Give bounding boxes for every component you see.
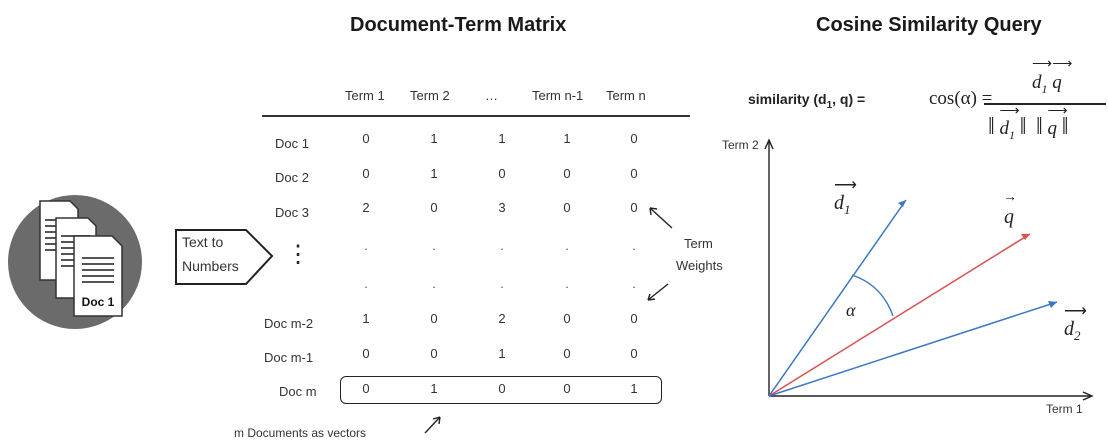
callout-line2: Numbers xyxy=(182,258,239,274)
callout-ellipsis: ⋮ xyxy=(286,241,310,268)
matrix-dot: . xyxy=(632,238,636,253)
formula-lhs: similarity (d1, q) = xyxy=(748,91,866,111)
header-term-n-1: Term n-1 xyxy=(532,88,584,103)
matrix-dot: . xyxy=(432,276,436,291)
matrix-cell: 0 xyxy=(498,381,506,396)
term-weight-arrows xyxy=(424,207,673,434)
row-label: Doc m-2 xyxy=(264,316,314,331)
documents-icon: Doc 1 xyxy=(8,195,142,329)
header-ellipsis: … xyxy=(485,88,498,103)
vector-plot xyxy=(764,138,1094,401)
doc-icon-label: Doc 1 xyxy=(82,295,115,309)
matrix-cell: 0 xyxy=(563,311,571,326)
matrix-cell: 0 xyxy=(362,346,370,361)
matrix-cell: 0 xyxy=(430,311,438,326)
matrix-cell: 0 xyxy=(430,200,438,215)
matrix-cell: 0 xyxy=(630,346,638,361)
formula-denominator: ‖ ⟶d1 ‖ ‖ ⟶q ‖ xyxy=(988,104,1069,142)
matrix-cell: 0 xyxy=(630,200,638,215)
matrix-cell: 1 xyxy=(563,131,571,146)
matrix-cell: 2 xyxy=(498,311,506,326)
matrix-dot: . xyxy=(364,276,368,291)
matrix-dot: . xyxy=(565,276,569,291)
matrix-cell: 1 xyxy=(630,381,638,396)
matrix-cell: 0 xyxy=(362,131,370,146)
doc-m-vector-box xyxy=(340,376,662,404)
matrix-dot: . xyxy=(500,238,504,253)
y-axis-label: Term 2 xyxy=(722,138,759,152)
header-term-1: Term 1 xyxy=(345,88,385,103)
vector-d2 xyxy=(768,301,1058,397)
label-d2: ⟶d2 xyxy=(1064,303,1087,343)
angle-arc xyxy=(851,274,894,317)
callout-line1: Text to xyxy=(182,234,224,250)
matrix-cell: 0 xyxy=(563,166,571,181)
matrix-cell: 0 xyxy=(563,200,571,215)
matrix-cell: 1 xyxy=(498,346,506,361)
matrix-cell: 0 xyxy=(362,166,370,181)
matrix-cell: 3 xyxy=(498,200,506,215)
term-weights-line2: Weights xyxy=(676,258,723,273)
matrix-dot: . xyxy=(364,238,368,253)
text-to-numbers-callout xyxy=(175,229,274,285)
row-label: Doc m-1 xyxy=(264,350,314,365)
matrix-dot: . xyxy=(432,238,436,253)
vector-q xyxy=(768,233,1031,397)
matrix-dot: . xyxy=(565,238,569,253)
angle-alpha-label: α xyxy=(846,300,856,320)
row-label: Doc 3 xyxy=(275,205,309,220)
matrix-cell: 1 xyxy=(430,131,438,146)
matrix-cell: 2 xyxy=(362,200,370,215)
vector-d1 xyxy=(768,199,907,397)
label-q: →q xyxy=(1003,190,1017,228)
x-axis-label: Term 1 xyxy=(1046,402,1083,416)
formula-fraction-bar xyxy=(984,103,1106,105)
matrix-cell: 0 xyxy=(630,166,638,181)
matrix-cell: 0 xyxy=(430,346,438,361)
formula-numerator: ⟶d1 ⟶q xyxy=(1032,57,1073,96)
matrix-cell: 1 xyxy=(362,311,370,326)
matrix-cell: 1 xyxy=(498,131,506,146)
formula-cos: cos(α) = xyxy=(929,88,993,109)
term-weights-line1: Term xyxy=(684,236,713,251)
matrix-cell: 0 xyxy=(563,346,571,361)
matrix-cell: 1 xyxy=(430,381,438,396)
matrix-cell: 0 xyxy=(630,131,638,146)
matrix-cell: 0 xyxy=(563,381,571,396)
matrix-cell: 0 xyxy=(498,166,506,181)
matrix-dot: . xyxy=(500,276,504,291)
header-term-2: Term 2 xyxy=(410,88,450,103)
row-label: Doc 2 xyxy=(275,170,309,185)
header-term-n: Term n xyxy=(606,88,646,103)
matrix-title: Document-Term Matrix xyxy=(350,14,567,36)
matrix-cell: 0 xyxy=(630,311,638,326)
matrix-header-rule xyxy=(262,115,690,117)
cosine-title: Cosine Similarity Query xyxy=(816,14,1042,36)
matrix-cell: 0 xyxy=(362,381,370,396)
label-d1: ⟶d1 xyxy=(834,177,857,217)
vectors-note: m Documents as vectors xyxy=(234,426,367,440)
matrix-dot: . xyxy=(632,276,636,291)
row-label: Doc m xyxy=(279,384,317,399)
matrix-cell: 1 xyxy=(430,166,438,181)
row-label: Doc 1 xyxy=(275,136,309,151)
